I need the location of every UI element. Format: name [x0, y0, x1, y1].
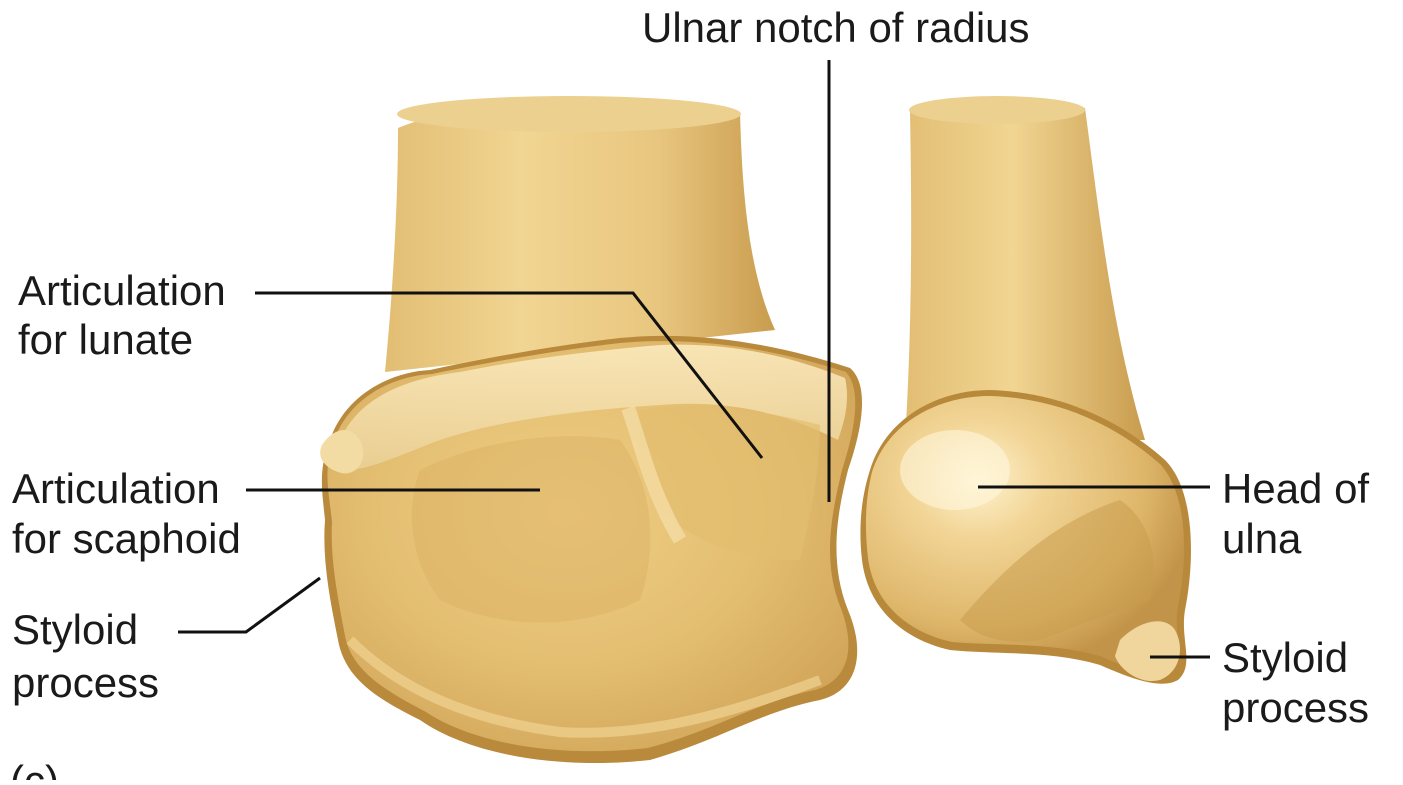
label-lunate-line1: Articulation: [18, 267, 226, 314]
label-head-of-ulna-line2: ulna: [1222, 515, 1302, 562]
radius-shaft-top: [397, 96, 741, 132]
ulna-bone: [860, 96, 1191, 684]
radius-bone: [320, 96, 862, 763]
label-radius-styloid-line1: Styloid: [12, 606, 138, 653]
ulna-shaft: [905, 99, 1145, 440]
label-lunate-line2: for lunate: [18, 316, 193, 363]
label-head-of-ulna-line1: Head of: [1222, 465, 1369, 512]
label-ulna-styloid-line2: process: [1222, 684, 1369, 731]
panel-label: (c): [10, 757, 59, 780]
label-scaphoid-line2: for scaphoid: [12, 515, 241, 562]
label-ulnar-notch: Ulnar notch of radius: [642, 4, 1030, 51]
ulna-head-highlight: [900, 430, 1010, 510]
label-radius-styloid-line2: process: [12, 659, 159, 706]
label-ulna-styloid-line1: Styloid: [1222, 634, 1348, 681]
leader-radius-styloid: [178, 578, 320, 632]
label-scaphoid-line1: Articulation: [12, 465, 220, 512]
radius-shaft: [385, 102, 775, 372]
ulna-shaft-top: [909, 96, 1085, 124]
scaphoid-facet: [412, 436, 651, 622]
